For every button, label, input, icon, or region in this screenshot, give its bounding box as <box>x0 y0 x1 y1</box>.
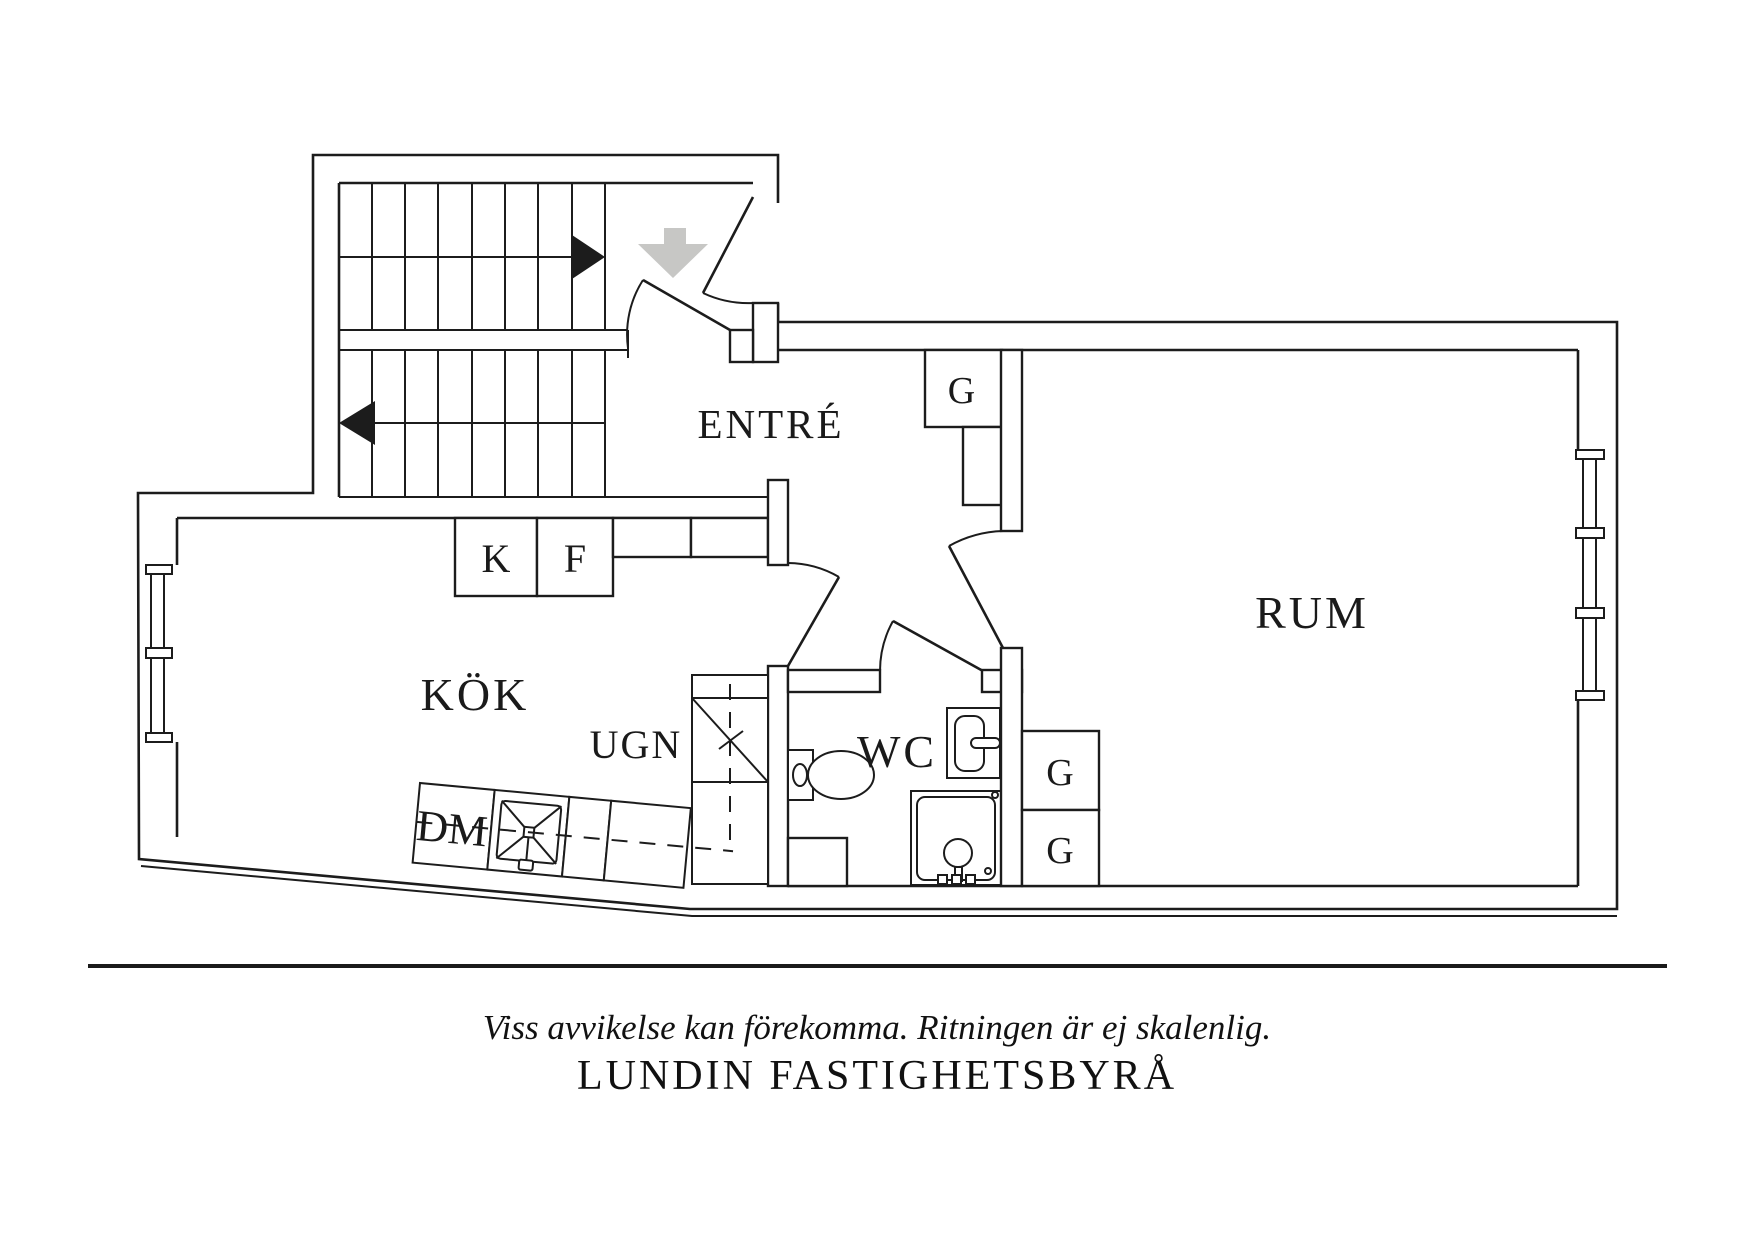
rum-left-wall-upper <box>999 348 1024 533</box>
entre-area: G ENTRÉ <box>697 348 1578 507</box>
rum-g-closet-upper-label: G <box>1046 752 1073 794</box>
kitchen-counter-top-1 <box>611 516 693 559</box>
wall-stub-b <box>728 328 755 364</box>
stair-down-arrow <box>339 401 605 445</box>
rum-area: G G RUM <box>947 348 1605 888</box>
oven-column <box>691 674 769 885</box>
footer-agency-name: LUNDIN FASTIGHETSBYRÅ <box>576 1053 1178 1099</box>
kitchen-door-pillar <box>766 478 790 567</box>
landing-direction-arrow-icon <box>638 228 708 278</box>
entre-shaft-box <box>961 425 1004 507</box>
kitchen-cabinet-f-box <box>535 516 615 598</box>
wc-label: WC <box>857 726 937 777</box>
kitchen-door <box>786 562 841 667</box>
rum-left-wall-lower <box>999 646 1024 888</box>
rum-door <box>947 530 1005 649</box>
rum-g-closet-upper-box <box>1020 729 1101 812</box>
entre-g-closet-label: G <box>948 370 978 412</box>
ugn-label: UGN <box>590 722 683 767</box>
wall-stub-a <box>751 301 780 364</box>
footer-disclaimer-text: Viss avvikelse kan förekomma. Ritningen … <box>482 1008 1272 1047</box>
rum-g-closet-lower-label: G <box>1046 830 1073 872</box>
wc-door <box>879 619 984 673</box>
footer-separator-line <box>88 964 1667 968</box>
washbasin-icon <box>946 707 1001 779</box>
outer-boundary <box>136 153 1619 911</box>
outer-boundary-shadow-line <box>140 865 1617 917</box>
kitchen-counter: DM <box>411 781 734 889</box>
wc-top-wall-left <box>786 668 882 694</box>
kitchen-wc-wall <box>766 664 790 888</box>
stairwell <box>337 181 780 498</box>
entre-label: ENTRÉ <box>697 401 844 447</box>
kok-label: KÖK <box>421 669 530 720</box>
counter-dashed-line <box>416 820 734 853</box>
rum-g-closet-lower-box <box>1020 808 1101 888</box>
kitchen-cabinet-k-label: K <box>482 536 511 581</box>
outer-walls <box>136 153 1619 917</box>
toilet-icon <box>787 749 875 801</box>
kitchen-area: K F <box>145 478 841 889</box>
wc-corner-box <box>786 836 849 888</box>
dishwasher-label: DM <box>414 801 489 856</box>
rum-label: RUM <box>1255 587 1369 638</box>
apartment-front-door <box>626 278 731 349</box>
wc-area: WC <box>786 619 1578 888</box>
kitchen-counter-top-2 <box>689 516 770 559</box>
stairwell-entry-door <box>701 196 755 305</box>
stair-up-arrow <box>339 235 605 279</box>
rum-window <box>1575 449 1605 701</box>
kitchen-window <box>145 564 173 743</box>
shower-icon <box>910 790 1002 886</box>
kitchen-cabinet-f-label: F <box>564 536 586 581</box>
